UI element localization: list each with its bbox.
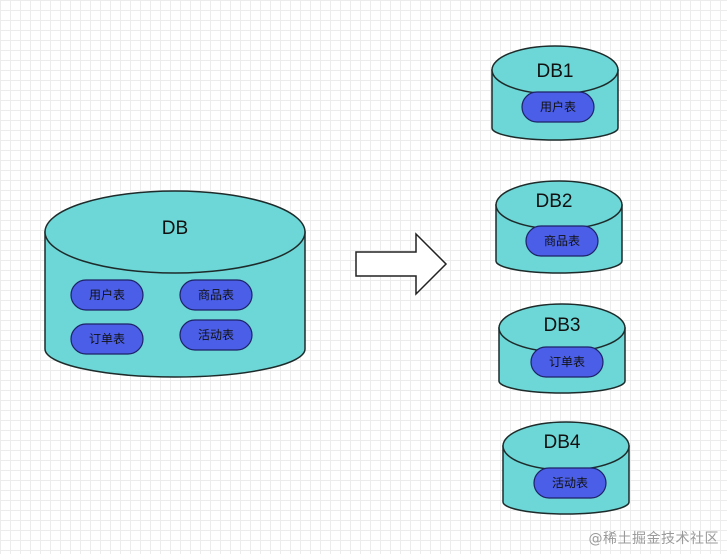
target-db2-table: 商品表 xyxy=(525,225,599,257)
target-db1-title: DB1 xyxy=(537,61,574,82)
watermark-text: @稀土掘金技术社区 xyxy=(588,531,719,547)
target-db4-cylinder: DB4 活动表 xyxy=(502,421,630,515)
source-db-top xyxy=(44,190,306,274)
source-db-title: DB xyxy=(162,218,188,239)
source-table-order: 订单表 xyxy=(70,323,144,355)
source-table-product: 商品表 xyxy=(179,279,253,311)
source-table-activity-label: 活动表 xyxy=(198,328,234,342)
target-db2-cylinder: DB2 商品表 xyxy=(495,180,623,274)
target-db1-cylinder: DB1 用户表 xyxy=(491,45,619,141)
target-db3-table-label: 订单表 xyxy=(549,355,585,369)
target-db3-title: DB3 xyxy=(544,315,581,336)
target-db1-table-label: 用户表 xyxy=(540,99,576,114)
split-arrow-icon xyxy=(355,232,448,296)
target-db4-table: 活动表 xyxy=(533,467,607,499)
source-table-order-label: 订单表 xyxy=(89,332,125,346)
source-table-user: 用户表 xyxy=(70,279,144,311)
target-db4-title: DB4 xyxy=(544,432,581,453)
target-db2-table-label: 商品表 xyxy=(544,233,580,248)
source-table-user-label: 用户表 xyxy=(89,287,125,302)
target-db3-table: 订单表 xyxy=(530,346,604,378)
target-db1-table: 用户表 xyxy=(521,91,595,123)
source-table-activity: 活动表 xyxy=(179,319,253,351)
target-db3-cylinder: DB3 订单表 xyxy=(498,303,626,394)
source-table-product-label: 商品表 xyxy=(198,287,234,302)
target-db4-table-label: 活动表 xyxy=(552,476,588,490)
target-db2-title: DB2 xyxy=(536,191,573,212)
source-db-cylinder: DB 用户表 商品表 订单表 活动表 xyxy=(44,190,306,378)
